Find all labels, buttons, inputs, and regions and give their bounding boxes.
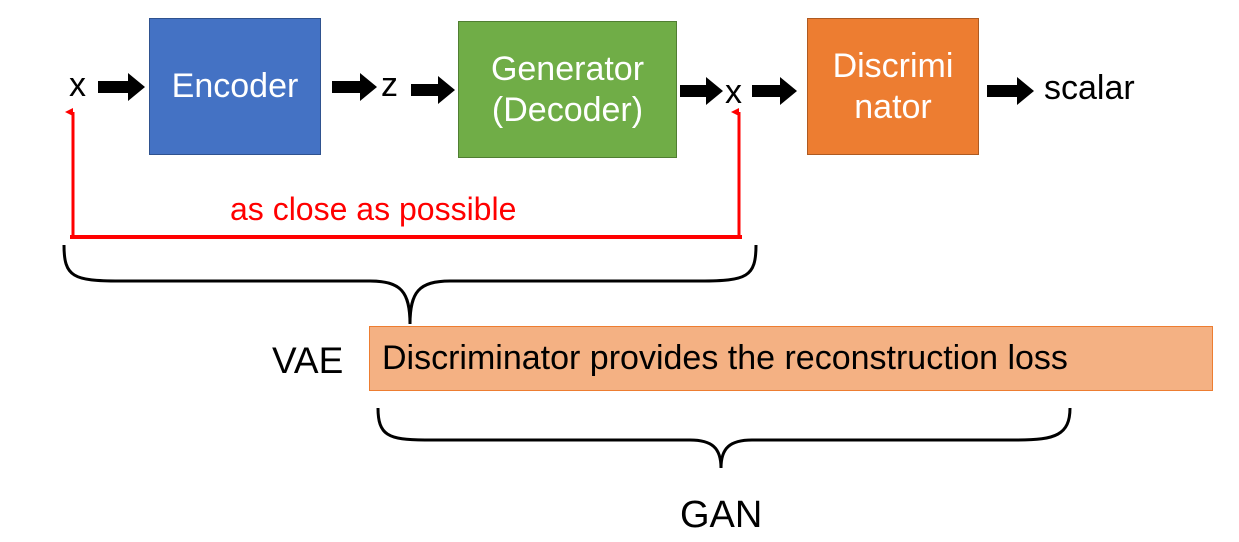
reconstruction-loss-banner: Discriminator provides the reconstructio…	[369, 326, 1213, 391]
latent-z-label: z	[381, 66, 398, 104]
flow-arrow-icon	[98, 73, 145, 101]
vae-brace-icon	[62, 244, 758, 325]
banner-text: Discriminator provides the reconstructio…	[382, 339, 1068, 377]
reconstruction-note: as close as possible	[230, 191, 517, 227]
output-x-label: x	[725, 73, 742, 111]
input-x-label: x	[69, 66, 86, 104]
discriminator-label-line1: Discrimi	[832, 46, 954, 85]
flow-arrow-icon	[332, 73, 377, 101]
flow-arrow-icon	[987, 77, 1034, 105]
generator-label-line2: (Decoder)	[491, 90, 644, 129]
encoder-label: Encoder	[171, 67, 299, 106]
generator-label-line1: Generator	[490, 49, 645, 88]
encoder-block: Encoder	[149, 18, 321, 155]
vae-label: VAE	[272, 340, 344, 381]
gan-label: GAN	[680, 494, 763, 536]
scalar-output-label: scalar	[1044, 69, 1135, 107]
generator-block: Generator (Decoder)	[458, 21, 677, 158]
flow-arrow-icon	[680, 77, 723, 105]
discriminator-label-line2: nator	[854, 87, 932, 126]
flow-arrow-icon	[752, 77, 797, 105]
discriminator-block: Discrimi nator	[807, 18, 979, 155]
gan-brace-icon	[376, 407, 1072, 469]
flow-arrow-icon	[411, 76, 455, 104]
